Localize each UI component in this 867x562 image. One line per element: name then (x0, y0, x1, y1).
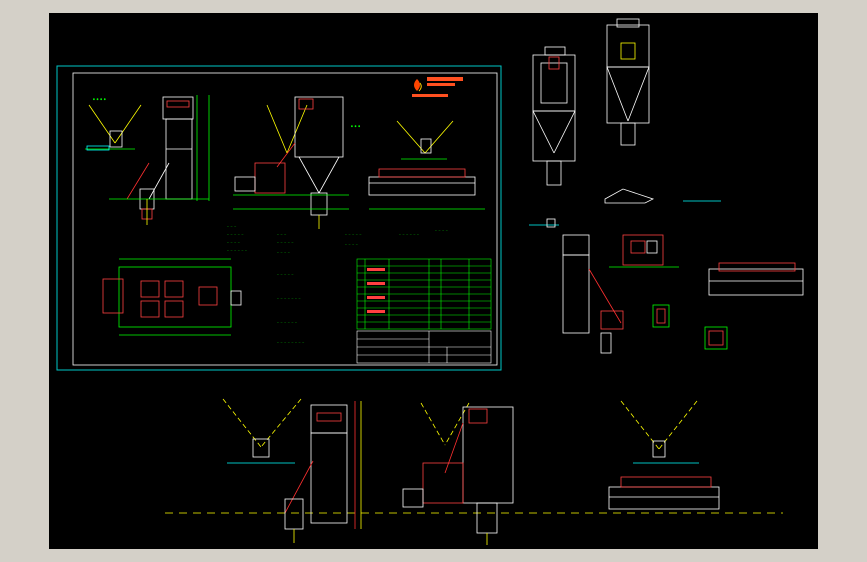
title-block[interactable] (356, 330, 492, 364)
sheet-outer-border (56, 65, 502, 371)
svg-text:— — —: — — — (227, 224, 236, 228)
svg-text:— — — — — — —: — — — — — — — (277, 296, 301, 300)
svg-text:— — — —: — — — — (277, 250, 290, 254)
svg-text:— — — — — — — —: — — — — — — — — (277, 340, 304, 344)
elevation-views-bottom[interactable] (165, 398, 783, 545)
svg-text:— — — — —: — — — — — (277, 240, 293, 244)
cad-drawing-canvas[interactable]: ● ● ● ● ● ● ● (49, 13, 818, 549)
plan-view[interactable] (102, 258, 242, 336)
canvas-background (49, 13, 818, 549)
svg-text:— — — —: — — — — (345, 242, 358, 246)
drawing-sheet[interactable]: ● ● ● ● ● ● ● (56, 65, 502, 371)
general-notes: — — — — — — — — — — — — — — — — — — — — … (227, 224, 448, 344)
installation-view-middle[interactable] (233, 96, 349, 229)
parts-list-highlights (367, 268, 385, 313)
installation-view-left[interactable]: ● ● ● ● (85, 95, 210, 225)
sheet-inner-border (72, 72, 498, 366)
installation-view-right[interactable]: ● ● ● (351, 120, 485, 210)
parts-list-table[interactable] (356, 258, 492, 330)
company-logo (412, 77, 463, 97)
cad-model-space[interactable]: ● ● ● ● ● ● ● (49, 13, 818, 549)
detail-drawings-right[interactable] (529, 18, 804, 354)
svg-text:— — — —: — — — — (435, 228, 448, 232)
svg-text:— — — — —: — — — — — (277, 272, 293, 276)
svg-text:— — —: — — — (277, 232, 286, 236)
svg-text:— — — —: — — — — (227, 240, 240, 244)
svg-text:— — — — — —: — — — — — — (227, 248, 247, 252)
svg-text:— — — — — —: — — — — — — (277, 320, 297, 324)
svg-text:— — — — —: — — — — — (345, 232, 361, 236)
svg-text:● ● ● ●: ● ● ● ● (93, 97, 106, 101)
svg-text:— — — — —: — — — — — (227, 232, 243, 236)
svg-text:● ● ●: ● ● ● (351, 124, 360, 128)
svg-text:— — — — — —: — — — — — — (399, 232, 419, 236)
